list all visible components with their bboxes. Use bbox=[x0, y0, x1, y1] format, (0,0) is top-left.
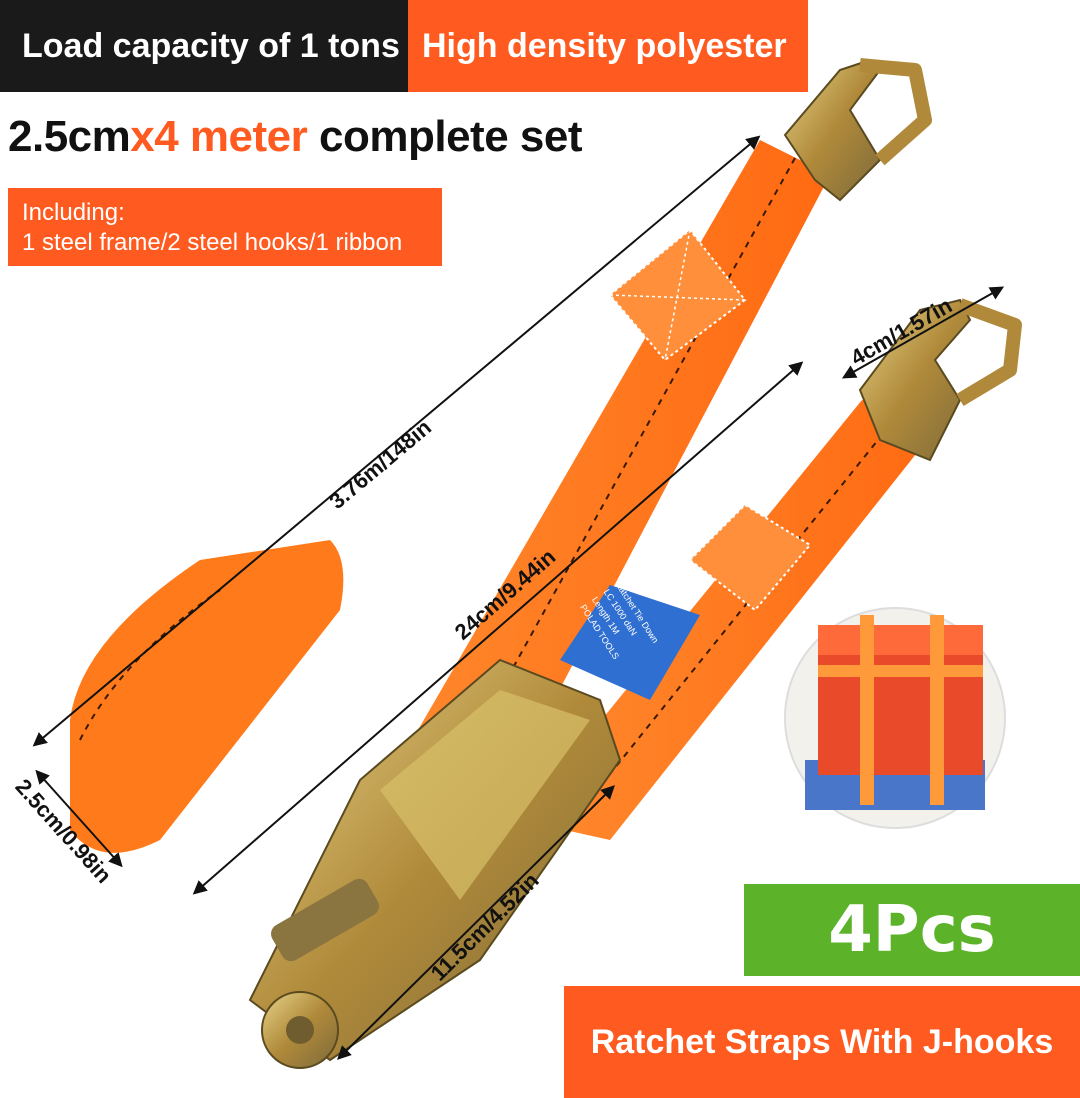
headline: 2.5cmx4 meter complete set bbox=[8, 112, 582, 162]
product-text: Ratchet Straps With J-hooks bbox=[590, 1022, 1054, 1061]
long-strap-dimension: 3.76m/148in bbox=[324, 415, 436, 514]
product-banner: Ratchet Straps With J-hooks bbox=[564, 986, 1080, 1098]
inset-photo bbox=[784, 607, 1006, 829]
quantity-text: 4Pcs bbox=[828, 893, 996, 967]
j-hook-top bbox=[783, 58, 932, 202]
including-title: Including: bbox=[22, 199, 125, 226]
material-text: High density polyester bbox=[422, 26, 787, 65]
including-box: Including: 1 steel frame/2 steel hooks/1… bbox=[8, 188, 442, 266]
load-capacity-text: Load capacity of 1 tons bbox=[22, 26, 400, 65]
quantity-banner: 4Pcs bbox=[744, 884, 1080, 976]
including-items: 1 steel frame/2 steel hooks/1 ribbon bbox=[22, 229, 403, 256]
headline-length: x4 meter bbox=[130, 112, 308, 161]
headline-rest: complete set bbox=[307, 112, 582, 161]
headline-size: 2.5cm bbox=[8, 112, 131, 161]
load-capacity-banner: Load capacity of 1 tons bbox=[0, 0, 408, 92]
material-banner: High density polyester bbox=[408, 0, 808, 92]
